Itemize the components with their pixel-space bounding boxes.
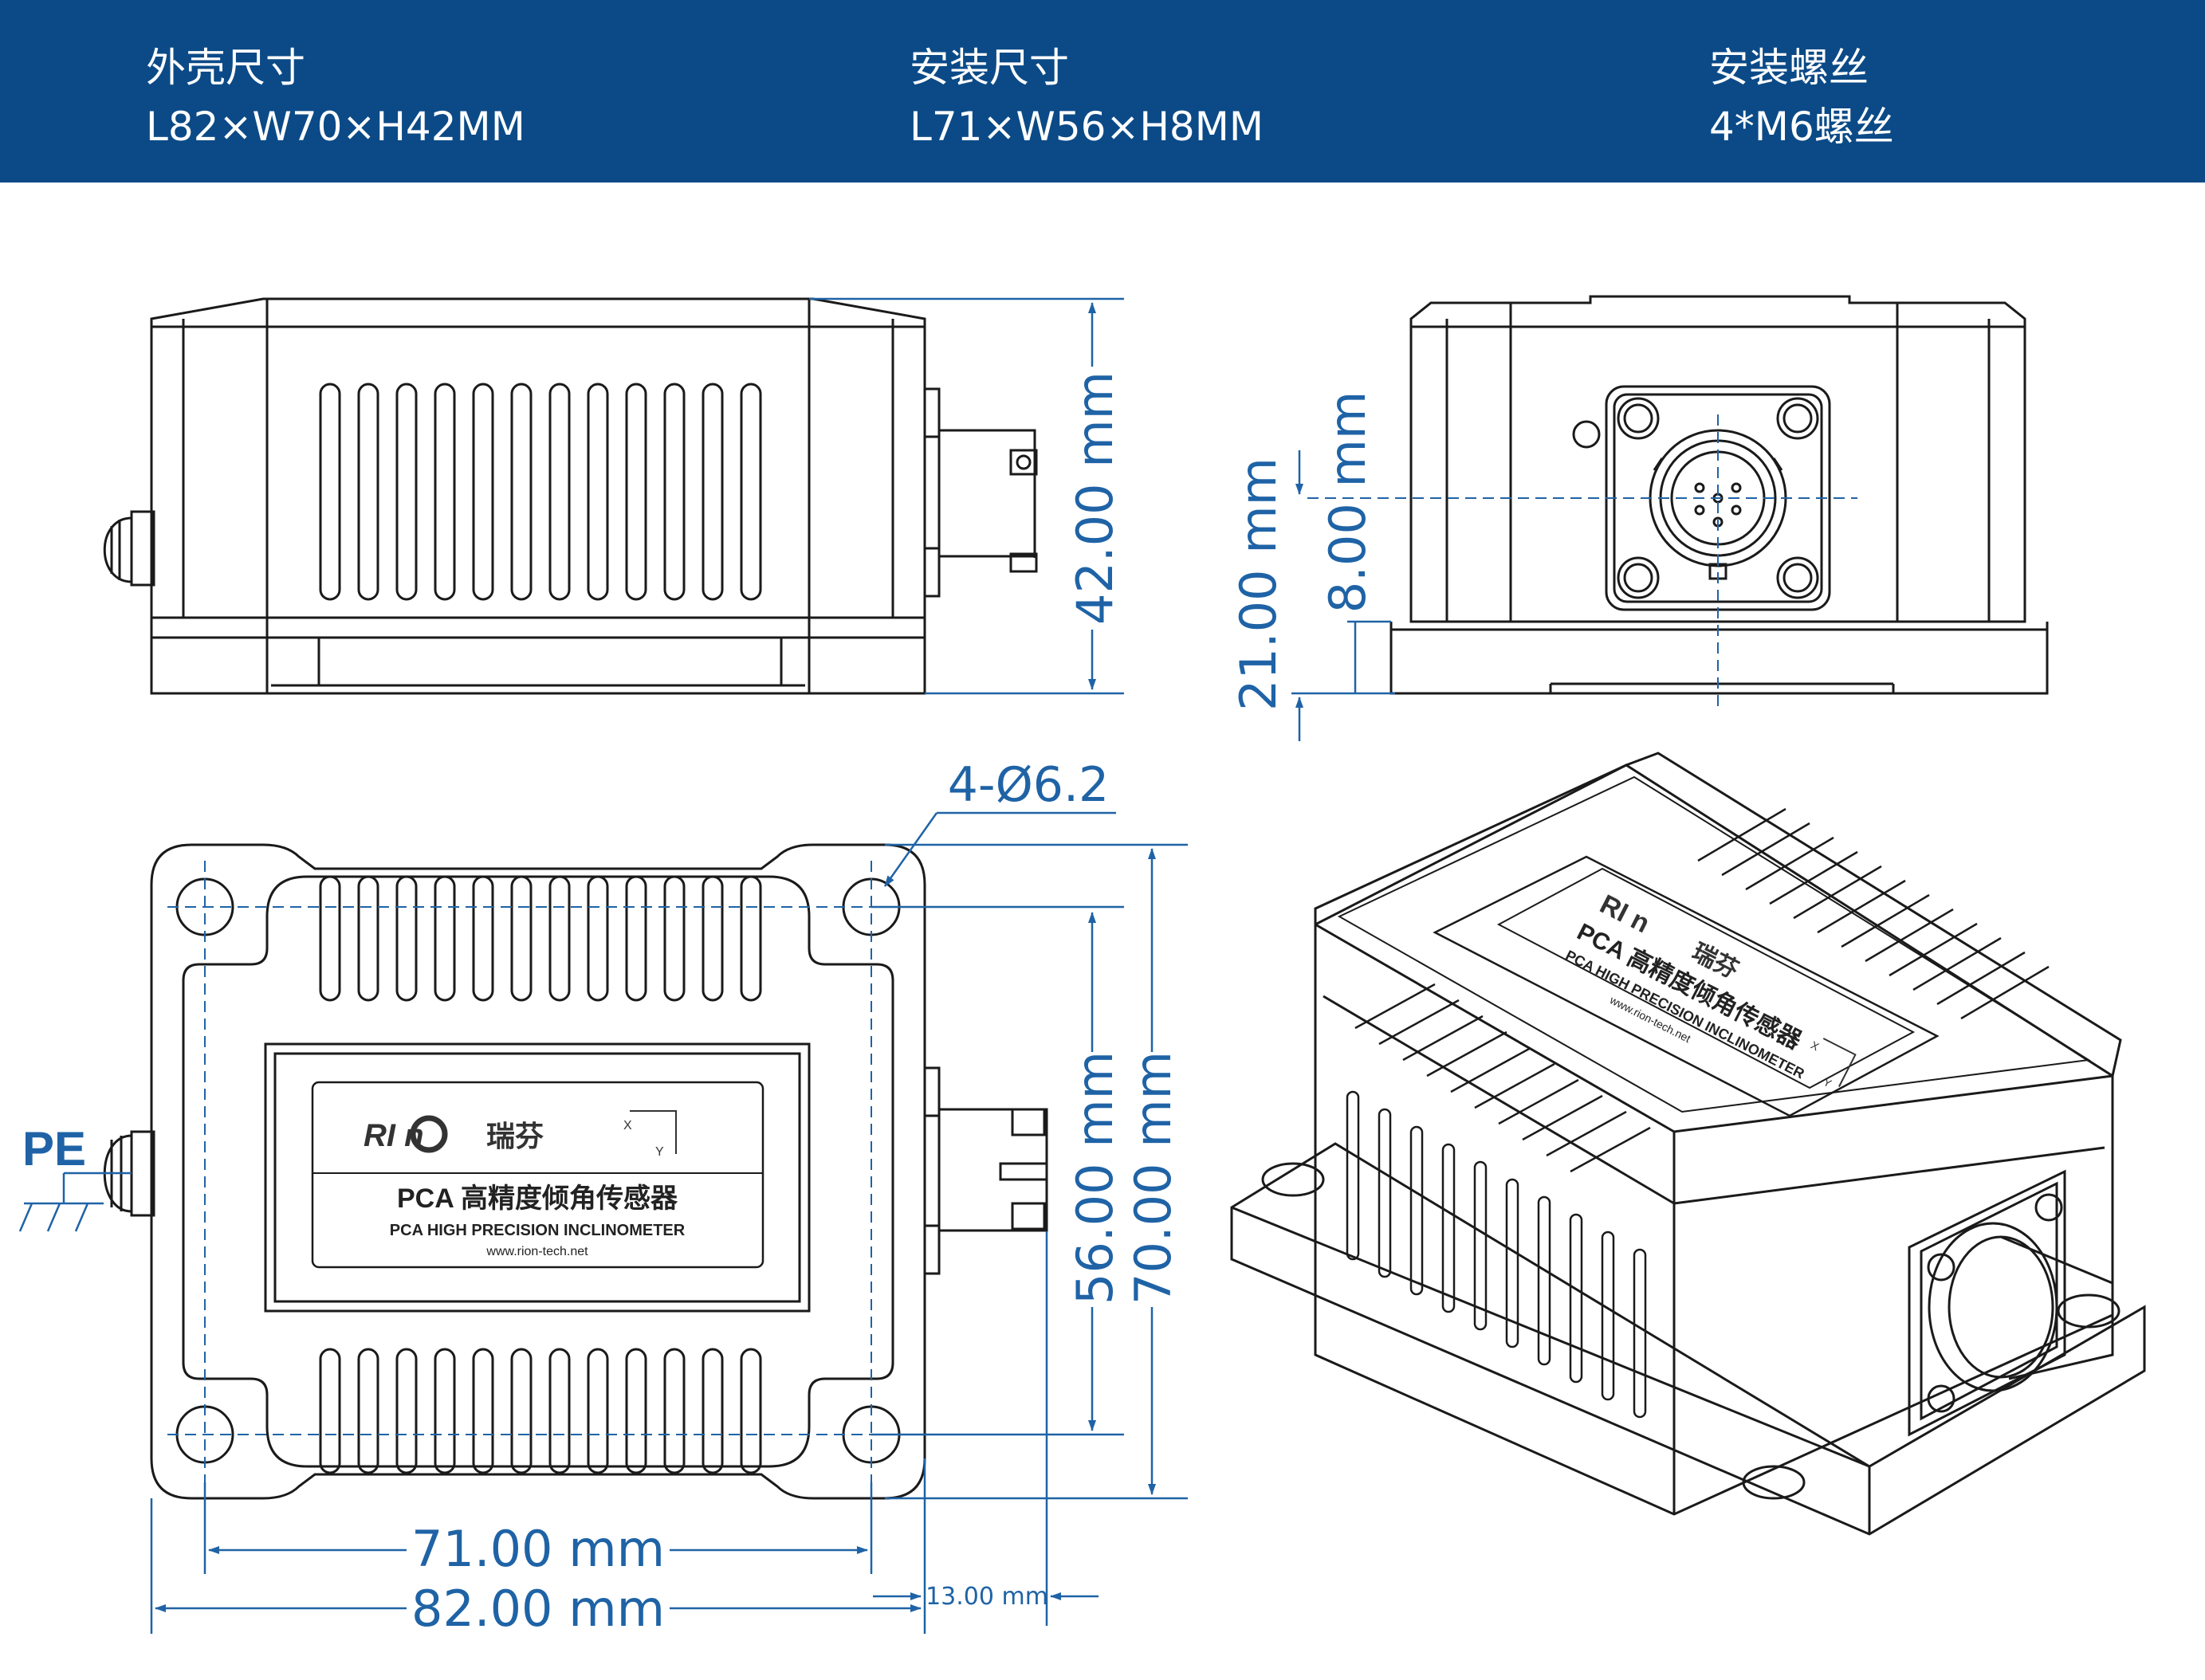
label-title-cn: PCA 高精度倾角传感器	[397, 1183, 678, 1214]
spec-banner: 外壳尺寸 L82×W70×H42MM 安装尺寸 L71×W56×H8MM 安装螺…	[0, 0, 2205, 183]
spec-value: L71×W56×H8MM	[910, 104, 1264, 150]
iso-label-text: RI n 瑞芬 PCA 高精度倾角传感器 PCA HIGH PRECISION …	[1563, 889, 1857, 1090]
width-total-label: 70.00 mm	[1124, 1051, 1182, 1305]
side-dimensions	[1291, 450, 1395, 741]
pe-label: PE	[22, 1122, 86, 1176]
hole-spec-label: 4-Ø6.2	[948, 757, 1109, 813]
base-height-label: 8.00 mm	[1319, 391, 1377, 614]
connector-height-label: 21.00 mm	[1229, 457, 1287, 711]
pe-ground-symbol	[18, 1172, 132, 1232]
isometric-view	[1230, 752, 2146, 1536]
front-connector	[923, 387, 1038, 598]
spec-label: 外壳尺寸	[146, 45, 305, 91]
top-cooling-fins-lower	[319, 1348, 762, 1474]
iso-side-fins	[1346, 1090, 1647, 1419]
iso-axis-y: Y	[1822, 1075, 1834, 1090]
front-cooling-fins	[319, 383, 762, 601]
spec-housing-size: 外壳尺寸 L82×W70×H42MM	[146, 38, 525, 156]
spec-label: 安装螺丝	[1709, 45, 1869, 91]
top-view-centerlines	[167, 861, 917, 1482]
top-cooling-fins-upper	[319, 875, 762, 1002]
product-label: RI n 瑞芬 X Y PCA 高精度倾角传感器 PCA HIGH PRECIS…	[364, 1110, 686, 1258]
label-url: www.rion-tech.net	[485, 1245, 588, 1258]
front-height-label: 42.00 mm	[1066, 371, 1124, 625]
hole-spacing-w-label: 56.00 mm	[1066, 1051, 1124, 1305]
top-connector	[923, 1066, 1048, 1275]
iso-axis-x: X	[1809, 1038, 1822, 1054]
spec-label: 安装尺寸	[910, 45, 1069, 91]
hole-spacing-l-label: 71.00 mm	[411, 1520, 665, 1578]
brand-name-cn: 瑞芬	[486, 1120, 544, 1152]
top-label-plate	[264, 1042, 811, 1313]
top-view-dimensions	[150, 811, 1188, 1634]
side-view	[1389, 295, 2049, 695]
label-axis-arrows	[630, 1110, 677, 1154]
connector-offset-label: 13.00 mm	[926, 1583, 1048, 1611]
side-centerlines	[1307, 414, 1857, 709]
label-axis-y: Y	[655, 1145, 664, 1159]
front-view	[103, 297, 1038, 695]
spec-value: L82×W70×H42MM	[146, 104, 525, 150]
technical-drawing: 42.00 mm	[18, 295, 2146, 1638]
iso-connector	[1908, 1169, 2114, 1437]
label-title-en: PCA HIGH PRECISION INCLINOMETER	[390, 1222, 686, 1239]
label-axis-x: X	[623, 1119, 632, 1132]
iso-top-fins	[1354, 807, 2050, 1173]
spec-mount-screws: 安装螺丝 4*M6螺丝	[1709, 38, 1894, 156]
front-ground-screw	[103, 510, 155, 587]
spec-mount-size: 安装尺寸 L71×W56×H8MM	[910, 38, 1264, 156]
length-total-label: 82.00 mm	[411, 1580, 665, 1638]
brand-logo-ring	[410, 1115, 448, 1153]
spec-value: 4*M6螺丝	[1709, 104, 1894, 150]
front-height-dimension	[809, 297, 1124, 695]
top-view	[103, 843, 1048, 1500]
